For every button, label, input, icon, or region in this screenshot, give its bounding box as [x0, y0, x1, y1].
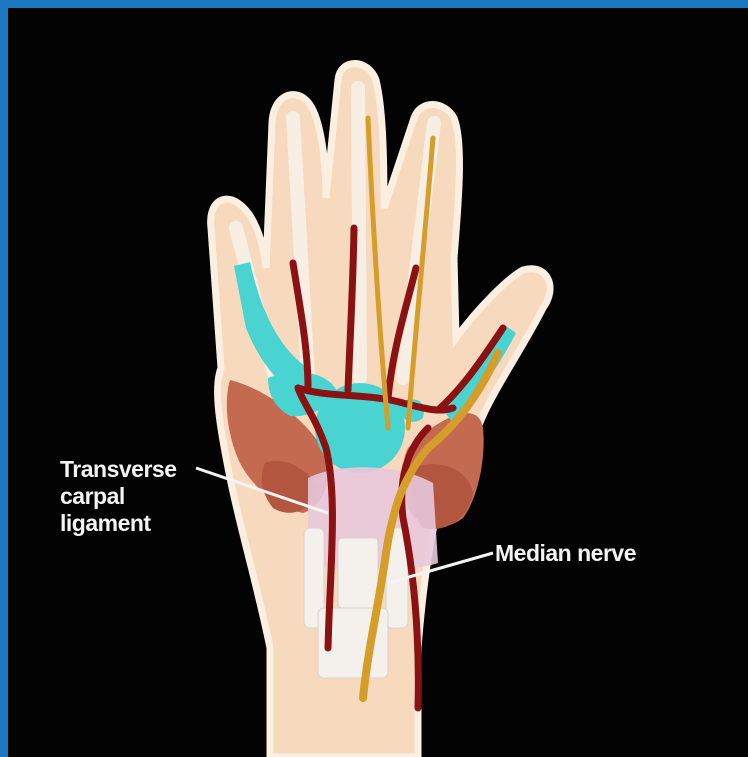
- median-nerve-label: Median nerve: [495, 540, 636, 567]
- middle-tendon: [358, 88, 360, 378]
- transverse-carpal-ligament-label: Transverse carpal ligament: [60, 456, 176, 537]
- anatomy-slide: Transverse carpal ligament Median nerve: [8, 8, 748, 757]
- label-line-3: ligament: [60, 510, 176, 537]
- label-line-2: carpal: [60, 483, 176, 510]
- label-line-1: Transverse: [60, 456, 176, 483]
- hand-anatomy-illustration: [8, 8, 748, 757]
- flexor-tendon-2: [338, 538, 378, 608]
